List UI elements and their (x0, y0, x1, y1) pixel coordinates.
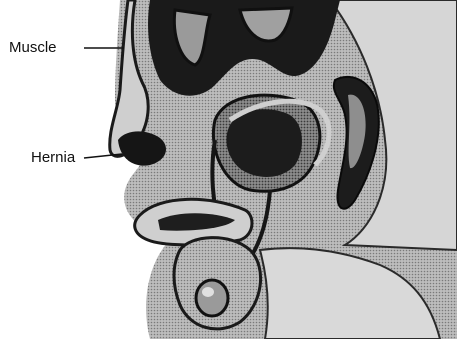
testis (196, 280, 228, 316)
muscle-label: Muscle (9, 40, 57, 55)
hernia-label: Hernia (31, 150, 75, 165)
testis-highlight (202, 287, 214, 297)
